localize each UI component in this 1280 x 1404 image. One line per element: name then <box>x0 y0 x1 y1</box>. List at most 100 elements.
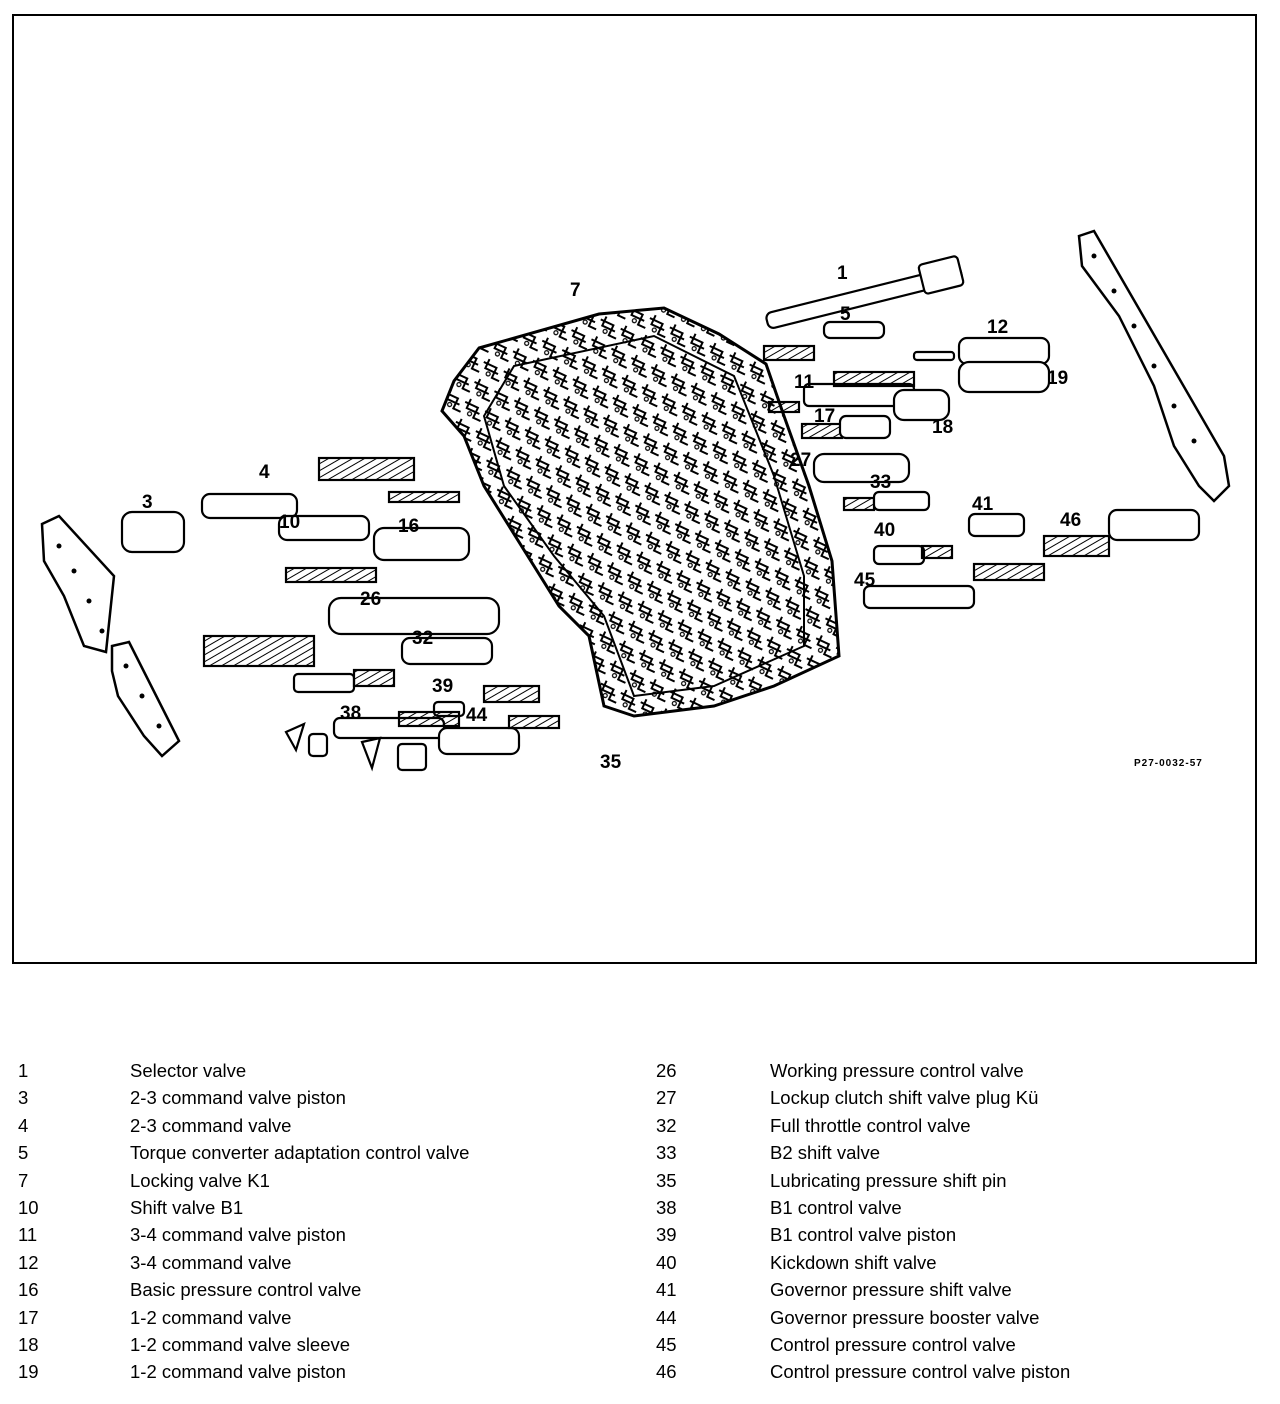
legend-item-label: Basic pressure control valve <box>130 1279 362 1301</box>
legend-item-number: 33 <box>656 1142 677 1164</box>
legend-row: 40 Kickdown shift valve <box>656 1249 1266 1276</box>
legend-row: 17 1-2 command valve <box>18 1304 618 1331</box>
legend-item-number: 46 <box>656 1361 677 1383</box>
legend-item-number: 19 <box>18 1361 39 1383</box>
legend-row: 18 1-2 command valve sleeve <box>18 1331 618 1358</box>
callout-40: 40 <box>874 520 895 541</box>
legend-item-number: 10 <box>18 1196 39 1218</box>
callout-3: 3 <box>142 492 153 513</box>
callout-12: 12 <box>987 317 1008 338</box>
callout-33: 33 <box>870 472 891 493</box>
callout-10: 10 <box>279 512 300 533</box>
valve-parts <box>120 255 1201 772</box>
legend-item-label: Locking valve K1 <box>130 1169 270 1191</box>
legend-row: 32 Full throttle control valve <box>656 1112 1266 1139</box>
legend-item-label: Lockup clutch shift valve plug Kü <box>770 1087 1039 1109</box>
legend-row: 35 Lubricating pressure shift pin <box>656 1167 1266 1194</box>
legend-item-label: B2 shift valve <box>770 1142 881 1164</box>
legend-item-number: 26 <box>656 1060 677 1081</box>
callout-4: 4 <box>259 462 270 483</box>
legend-item-number: 27 <box>656 1087 677 1109</box>
legend-item-label: Kickdown shift valve <box>770 1251 937 1273</box>
callout-45: 45 <box>854 570 876 591</box>
exploded-view-diagram: 1 3 4 5 7 10 11 12 16 17 18 19 26 27 32 … <box>12 14 1257 964</box>
legend-item-label: Torque converter adaptation control valv… <box>130 1142 470 1164</box>
legend-item-label: 1-2 command valve <box>130 1306 292 1328</box>
callout-41: 41 <box>972 494 994 515</box>
legend-row: 11 3-4 command valve piston <box>18 1221 618 1248</box>
legend-row: 10 Shift valve B1 <box>18 1194 618 1221</box>
callout-17: 17 <box>814 406 835 427</box>
legend-row: 1 Selector valve <box>18 1057 618 1084</box>
legend-item-label: 1-2 command valve sleeve <box>130 1333 351 1355</box>
callout-39: 39 <box>432 676 453 697</box>
legend-item-number: 41 <box>656 1279 677 1301</box>
legend-item-number: 16 <box>18 1279 39 1301</box>
legend-row: 5 Torque converter adaptation control val… <box>18 1139 618 1166</box>
callout-16: 16 <box>398 516 419 537</box>
legend-row: 44 Governor pressure booster valve <box>656 1304 1266 1331</box>
legend-item-label: Shift valve B1 <box>130 1196 244 1218</box>
legend-item-number: 4 <box>18 1114 29 1136</box>
legend-item-number: 11 <box>18 1224 38 1246</box>
legend-row: 41 Governor pressure shift valve <box>656 1276 1266 1303</box>
callout-11: 11 <box>794 372 815 393</box>
callout-26: 26 <box>360 589 381 610</box>
legend-item-label: Governor pressure shift valve <box>770 1279 1012 1301</box>
legend-row: 27 Lockup clutch shift valve plug Kü <box>656 1084 1266 1111</box>
legend-item-number: 39 <box>656 1224 677 1246</box>
legend-item-number: 17 <box>18 1306 39 1328</box>
legend-item-number: 45 <box>656 1333 677 1355</box>
legend-item-number: 7 <box>18 1169 29 1191</box>
legend-item-label: Selector valve <box>130 1060 247 1081</box>
legend-row: 16 Basic pressure control valve <box>18 1276 618 1303</box>
legend-item-label: Full throttle control valve <box>770 1114 971 1136</box>
valve-body-drawing: 1 3 4 5 7 10 11 12 16 17 18 19 26 27 32 … <box>40 229 1231 773</box>
legend-item-number: 35 <box>656 1169 677 1191</box>
callout-19: 19 <box>1047 368 1068 389</box>
legend-row: 39 B1 control valve piston <box>656 1221 1266 1248</box>
legend-item-number: 1 <box>18 1060 29 1081</box>
callout-35: 35 <box>600 752 622 773</box>
callout-38: 38 <box>340 703 361 724</box>
callout-labels: 1 3 4 5 7 10 11 12 16 17 18 19 26 27 32 … <box>142 263 1203 773</box>
legend-row: 26 Working pressure control valve <box>656 1057 1266 1084</box>
left-cover-plate-lower <box>110 640 181 758</box>
legend-item-number: 44 <box>656 1306 677 1328</box>
legend-item-label: Lubricating pressure shift pin <box>770 1169 1007 1191</box>
valve-body-plate <box>440 306 841 718</box>
legend-item-number: 40 <box>656 1251 677 1273</box>
legend-row: 38 B1 control valve <box>656 1194 1266 1221</box>
callout-7: 7 <box>570 280 581 301</box>
legend-item-number: 32 <box>656 1114 677 1136</box>
callout-46: 46 <box>1060 510 1081 531</box>
legend-item-label: Control pressure control valve piston <box>770 1361 1071 1383</box>
callout-18: 18 <box>932 417 953 438</box>
legend-column-right: 26 Working pressure control valve 27 Lockup… <box>656 1057 1266 1386</box>
figure-reference-code: P27-0032-57 <box>1134 758 1203 769</box>
legend-item-label: B1 control valve piston <box>770 1224 957 1246</box>
legend-item-number: 12 <box>18 1251 39 1273</box>
legend-item-number: 3 <box>18 1087 29 1109</box>
legend-item-number: 38 <box>656 1196 677 1218</box>
callout-27: 27 <box>790 450 811 471</box>
legend-item-label: Governor pressure booster valve <box>770 1306 1040 1328</box>
legend-item-label: B1 control valve <box>770 1196 902 1218</box>
left-cover-plate-upper <box>40 514 116 654</box>
legend-item-label: Control pressure control valve <box>770 1333 1016 1355</box>
legend-item-label: Working pressure control valve <box>770 1060 1024 1081</box>
legend-row: 46 Control pressure control valve piston <box>656 1358 1266 1385</box>
callout-44: 44 <box>466 705 488 726</box>
legend-item-label: 1-2 command valve piston <box>130 1361 346 1383</box>
legend-row: 45 Control pressure control valve <box>656 1331 1266 1358</box>
legend-item-number: 18 <box>18 1333 39 1355</box>
legend-item-label: 3-4 command valve piston <box>130 1224 346 1246</box>
legend-item-number: 5 <box>18 1142 29 1164</box>
legend-row: 33 B2 shift valve <box>656 1139 1266 1166</box>
callout-1: 1 <box>837 263 848 284</box>
callout-32: 32 <box>412 628 433 649</box>
